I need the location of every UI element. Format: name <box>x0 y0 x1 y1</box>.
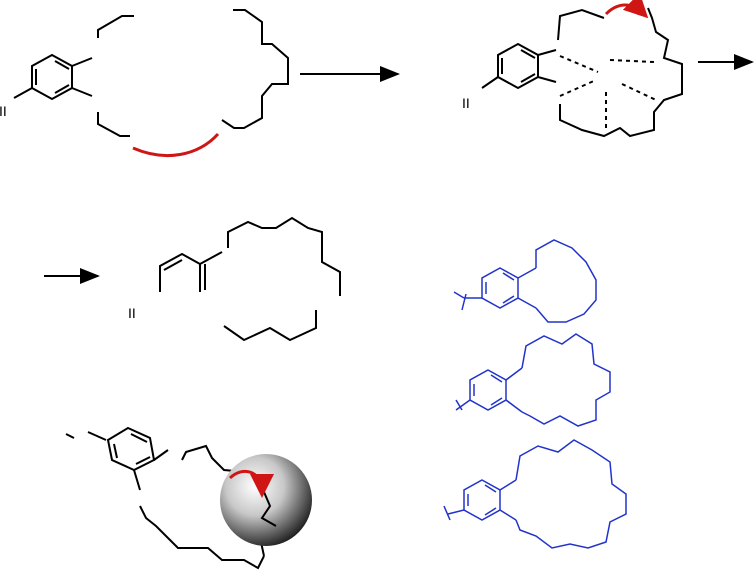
highlight-arrow-2 <box>228 469 274 498</box>
product-chain-upper <box>227 216 341 296</box>
sphere-icon <box>220 454 312 546</box>
fragment-label-top-right: II <box>462 95 470 111</box>
outer-chain-right <box>559 7 683 138</box>
upper-chain-left <box>97 15 134 38</box>
blue-macrocycle-1 <box>453 239 597 323</box>
blue-macrocycle-2 <box>455 333 611 427</box>
dashed-bonds <box>559 55 657 128</box>
right-chain <box>221 9 289 129</box>
highlight-arrow-1 <box>604 0 649 19</box>
upper-chain-right <box>557 8 605 41</box>
blue-macrocycle-3 <box>443 439 627 549</box>
blue-ring-series <box>443 239 627 549</box>
lower-chain-left <box>97 112 130 137</box>
precursor-structure <box>13 9 289 137</box>
intermediate-structure <box>481 7 683 138</box>
benzene-ring-1 <box>31 53 73 101</box>
benzene-ring-3 <box>106 426 156 472</box>
product-chain-lower <box>223 310 317 342</box>
product-structure <box>159 216 341 342</box>
highlight-bond-1 <box>132 132 220 157</box>
fragment-label-middle: II <box>128 305 136 321</box>
bead-chain <box>260 491 277 527</box>
benzene-ring-2 <box>497 42 539 90</box>
fragment-label-top-left: II <box>0 103 7 119</box>
